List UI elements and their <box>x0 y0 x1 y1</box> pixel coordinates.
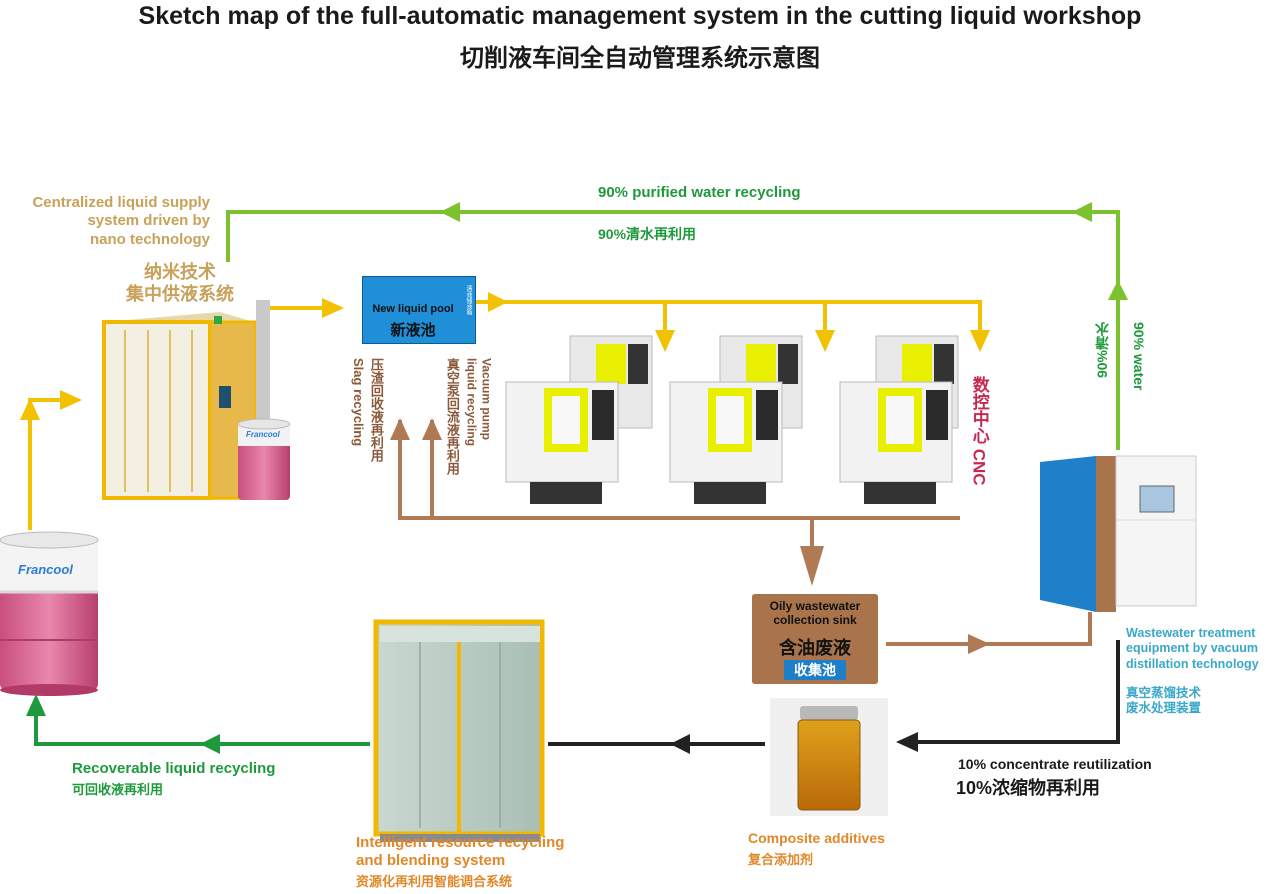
pool-label-en: New liquid pool <box>372 303 454 315</box>
yellow-arrow-head-up <box>20 398 40 420</box>
francool-drum-small <box>237 418 291 500</box>
nano-supply-label-zh: 纳米技术 集中供液系统 <box>126 262 234 304</box>
water-label-en: 90% water <box>1131 322 1148 391</box>
nano-supply-label-en: Centralized liquid supply system driven … <box>32 194 210 248</box>
green-recoverable-line <box>34 712 370 746</box>
brown-arrow-head-vacuum-up <box>422 418 442 440</box>
green-water-loop <box>226 210 1120 450</box>
green-arrow-head-right-vertical <box>1108 280 1128 300</box>
purified-water-label-zh: 90%清水再利用 <box>598 226 697 242</box>
brown-arrow-head-slag-up <box>390 418 410 440</box>
blending-label-zh: 资源化再利用智能调合系统 <box>356 874 513 889</box>
cnc-label: 数控中心 CNC <box>969 376 989 486</box>
green-arrow-head-left <box>200 734 220 754</box>
composite-additives-jar <box>770 698 888 816</box>
sink-badge: 收集池 <box>784 660 846 680</box>
slag-recycling-label-zh: 压渣回收液再利用 <box>368 358 384 462</box>
title-english: Sketch map of the full-automatic managem… <box>138 2 1142 30</box>
yellow-arrow-head-cnc-2 <box>815 330 835 352</box>
wastewater-treatment-label-en: Wastewater treatment equipment by vacuum… <box>1126 626 1259 671</box>
cnc-machine-front-2 <box>669 381 783 504</box>
concentrate-label-zh: 10%浓缩物再利用 <box>956 778 1101 798</box>
brand-logo-small-drum: Francool <box>246 430 280 439</box>
additives-label-zh: 复合添加剂 <box>748 852 814 867</box>
yellow-arrow-head-to-pool <box>322 298 344 318</box>
pool-side-label: 清液储液箱 <box>465 285 471 315</box>
brown-arrow-head-to-treatment <box>968 634 990 654</box>
dark-concentrate-line <box>548 640 1120 746</box>
slag-recycling-label-en: Slag recycling <box>350 358 366 447</box>
green-arrow-head-top-left <box>440 202 460 222</box>
green-arrow-head-up-to-drum <box>26 694 46 716</box>
blending-cabinet <box>373 619 545 842</box>
yellow-arrow-head-right <box>488 292 508 312</box>
dark-arrow-head-to-additives <box>896 732 918 752</box>
yellow-arrow-head-into-cabinet <box>60 390 82 410</box>
francool-drum-large <box>0 531 99 696</box>
blending-label-en: Intelligent resource recycling and blend… <box>356 834 565 870</box>
green-arrow-head-top-right <box>1072 202 1092 222</box>
recoverable-label-en: Recoverable liquid recycling <box>72 760 276 777</box>
recoverable-label-zh: 可回收液再利用 <box>72 782 164 797</box>
dark-arrow-head-to-blending <box>670 734 690 754</box>
pool-label-zh: 新液池 <box>390 322 436 339</box>
cnc-machine-front-1 <box>505 381 619 504</box>
sink-label-en: Oily wastewater collection sink <box>769 599 861 628</box>
oily-wastewater-sink: Oily wastewater collection sink 含油废液 收集池 <box>752 594 878 684</box>
wastewater-treatment-unit <box>1040 455 1197 612</box>
wastewater-treatment-label-zh: 真空蒸馏技术 废水处理装置 <box>1126 686 1202 716</box>
vacuum-pump-label-zh: 真空泵回流液再利用 <box>444 358 460 475</box>
vacuum-pump-label-en: Vacuum pump liquid recycling <box>464 358 494 447</box>
centralized-supply-cabinet <box>102 300 270 500</box>
cnc-machine-front-3 <box>839 381 953 504</box>
yellow-arrow-head-cnc-3 <box>970 330 990 352</box>
water-label-zh: 90%清水 <box>1094 322 1110 379</box>
title-chinese: 切削液车间全自动管理系统示意图 <box>460 45 820 72</box>
sink-label-zh: 含油废液 <box>779 638 851 658</box>
concentrate-label-en: 10% concentrate reutilization <box>958 756 1152 772</box>
yellow-arrow-head-cnc-1 <box>655 330 675 352</box>
purified-water-label-en: 90% purified water recycling <box>598 184 801 201</box>
brand-logo-large-drum: Francool <box>18 562 73 577</box>
new-liquid-pool: New liquid pool 新液池 清液储液箱 <box>362 276 476 344</box>
additives-label-en: Composite additives <box>748 830 885 846</box>
brown-arrow-head-down-to-sink <box>800 546 824 586</box>
